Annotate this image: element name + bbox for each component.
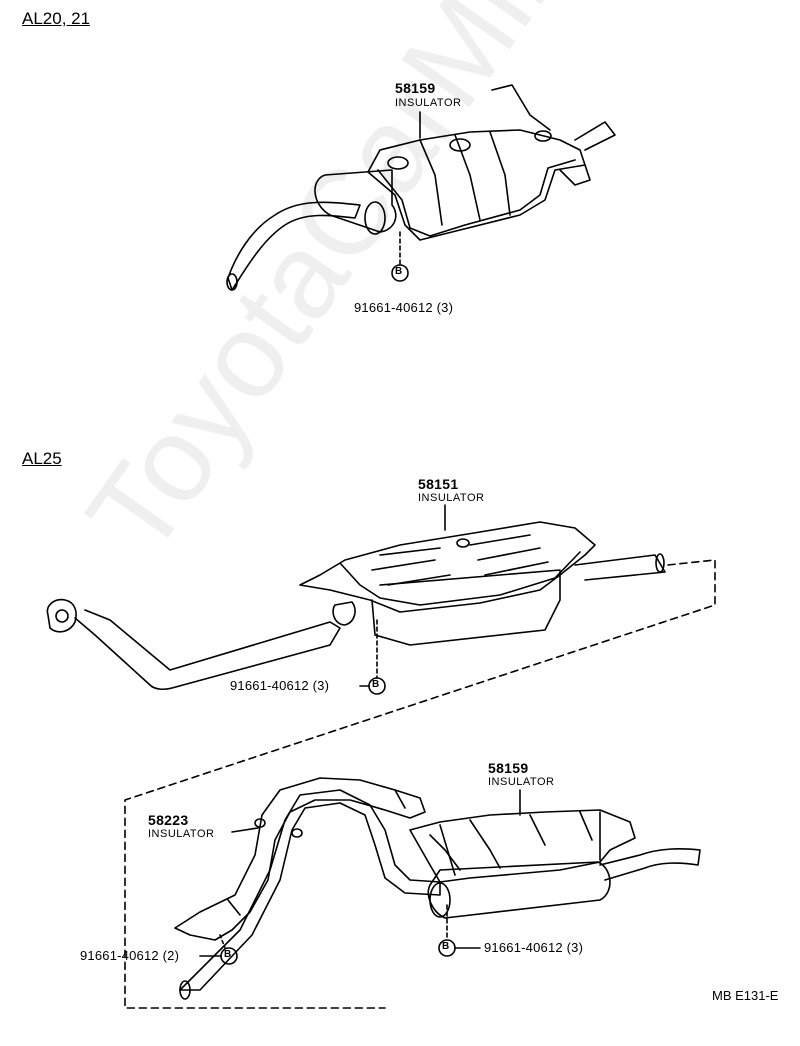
dashed-link bbox=[124, 559, 716, 1009]
part-number-58151: 58151 bbox=[418, 476, 459, 492]
top-muffler bbox=[314, 169, 397, 233]
rear-insulator bbox=[174, 777, 426, 941]
rear-muffler-insulator bbox=[409, 809, 636, 883]
rear-tail-pipe bbox=[599, 848, 701, 881]
top-tail-pipe bbox=[227, 201, 361, 291]
bolt-label-center: 91661-40612 (3) bbox=[230, 678, 330, 693]
part-name-insulator-top: INSULATOR bbox=[395, 97, 462, 109]
center-outlet-pipe bbox=[574, 554, 666, 581]
section-title-al20-21: AL20, 21 bbox=[22, 9, 91, 28]
rear-left-bolt-leader bbox=[219, 934, 226, 949]
part-number-58223: 58223 bbox=[148, 812, 189, 828]
bolt-marker-letter-rear-left: B bbox=[224, 949, 232, 960]
part-number-58159-rear: 58159 bbox=[488, 760, 529, 776]
bolt-marker-letter-rear-right: B bbox=[442, 941, 450, 952]
section-title-al25: AL25 bbox=[22, 449, 62, 468]
top-pipe-end bbox=[226, 273, 238, 291]
bolt-marker-letter-top: B bbox=[395, 266, 403, 277]
top-insulator bbox=[367, 129, 586, 241]
front-pipe-flange bbox=[46, 598, 77, 633]
center-muffler bbox=[371, 569, 561, 646]
front-pipe bbox=[74, 609, 341, 691]
top-bolt-marker bbox=[391, 264, 409, 282]
part-name-insulator-58223: INSULATOR bbox=[148, 828, 215, 840]
bolt-label-rear-left: 91661-40612 (2) bbox=[80, 948, 180, 963]
top-muffler-end bbox=[364, 201, 386, 235]
part-name-insulator-58151: INSULATOR bbox=[418, 492, 485, 504]
center-insulator bbox=[299, 521, 596, 613]
part-name-insulator-58159-rear: INSULATOR bbox=[488, 776, 555, 788]
bolt-marker-letter-center: B bbox=[372, 679, 380, 690]
bolt-label-rear-right: 91661-40612 (3) bbox=[484, 940, 584, 955]
bottom-assembly bbox=[46, 504, 716, 1009]
part-number-58159-top: 58159 bbox=[395, 80, 436, 96]
rear-pipe bbox=[179, 789, 441, 991]
top-front-pipe bbox=[574, 121, 616, 151]
bolt-label-top: 91661-40612 (3) bbox=[354, 300, 454, 315]
figure-code: MB E131-E bbox=[712, 988, 779, 1003]
rear-muffler bbox=[427, 861, 611, 919]
top-assembly bbox=[226, 84, 616, 291]
top-bracket bbox=[491, 84, 591, 186]
rear-insulator-leader bbox=[231, 827, 259, 833]
